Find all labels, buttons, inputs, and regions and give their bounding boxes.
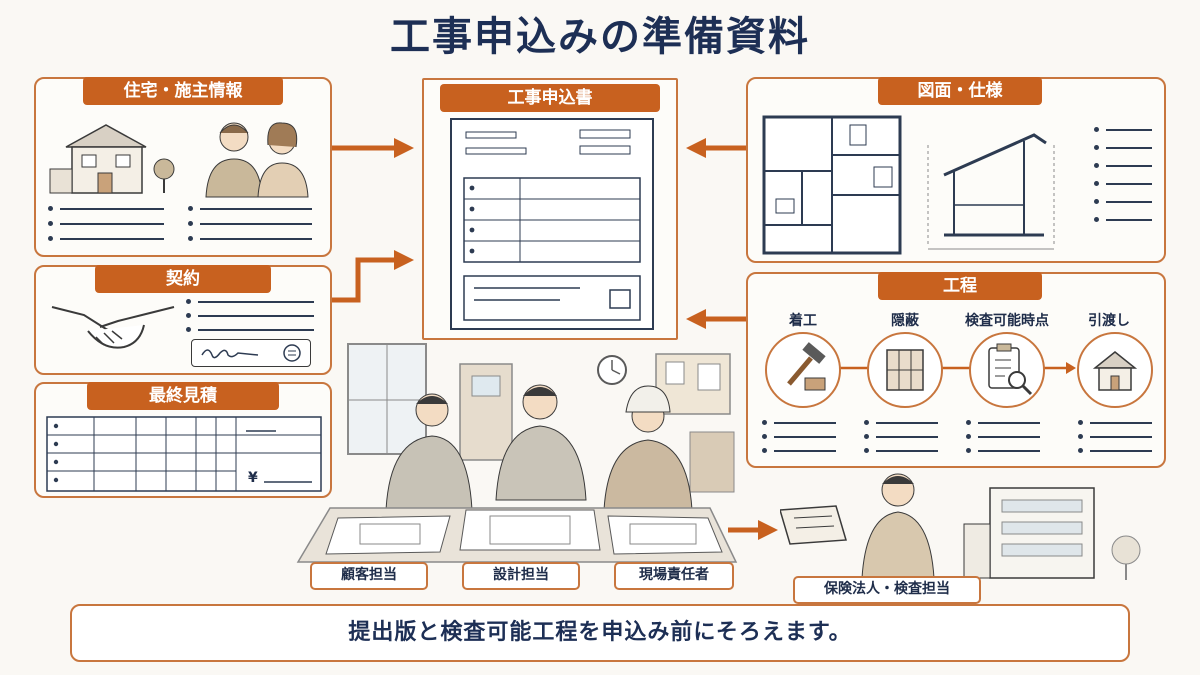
- contract-tag: 契約: [95, 265, 271, 293]
- housing-info-tag: 住宅・施主情報: [83, 77, 283, 105]
- role-customer-label: 顧客担当: [310, 562, 428, 590]
- step-label-start: 着工: [789, 313, 817, 329]
- signature-icon: [201, 349, 259, 359]
- client-couple-icon: [205, 122, 309, 198]
- estimate-table: [46, 416, 322, 492]
- drawings-spec-panel: 図面・仕様: [746, 77, 1166, 263]
- arrow-to-insurer: [728, 520, 778, 540]
- final-estimate-tag: 最終見積: [87, 382, 279, 410]
- housing-info-panel: 住宅・施主情報: [34, 77, 332, 257]
- contract-panel: 契約: [34, 265, 332, 375]
- wall-frame-icon: [867, 332, 943, 408]
- meeting-scene-illustration: [296, 343, 738, 563]
- application-form-tag: 工事申込書: [440, 84, 660, 112]
- hammer-icon: [765, 332, 841, 408]
- process-flow-line: [838, 362, 1076, 374]
- role-insurer-label: 保険法人・検査担当: [793, 576, 981, 604]
- insurer-scene-illustration: [780, 473, 1141, 580]
- page-title: 工事申込みの準備資料: [390, 14, 810, 60]
- step-label-concealment: 隠蔽: [891, 313, 919, 329]
- arrow-contract-to-form: [332, 250, 414, 303]
- handshake-icon: [51, 306, 175, 349]
- step-label-inspectable: 検査可能時点: [965, 313, 1049, 329]
- yen-symbol: ¥: [248, 470, 258, 486]
- stamp-icon: [283, 344, 301, 362]
- role-design-label: 設計担当: [462, 562, 580, 590]
- arrow-drawings-to-form: [686, 138, 748, 158]
- step-label-handover: 引渡し: [1088, 313, 1130, 329]
- application-form-document: [450, 118, 654, 330]
- role-site-label: 現場責任者: [614, 562, 734, 590]
- signature-box: [191, 339, 311, 367]
- drawings-spec-tag: 図面・仕様: [878, 77, 1042, 105]
- final-estimate-panel: 最終見積 ¥: [34, 382, 332, 498]
- process-panel: 工程 着工 隠蔽 検査可能時点 引渡し: [746, 272, 1166, 468]
- arrow-housing-to-form: [332, 138, 414, 158]
- process-tag: 工程: [878, 272, 1042, 300]
- application-form-panel: 工事申込書: [422, 78, 678, 340]
- section-drawing-icon: [927, 133, 1055, 250]
- floor-plan-icon: [762, 115, 902, 255]
- footer-message: 提出版と検査可能工程を申込み前にそろえます。: [70, 604, 1130, 662]
- clipboard-search-icon: [969, 332, 1045, 408]
- house-icon: [49, 124, 175, 194]
- arrow-process-to-form: [686, 309, 748, 329]
- handover-house-icon: [1077, 332, 1153, 408]
